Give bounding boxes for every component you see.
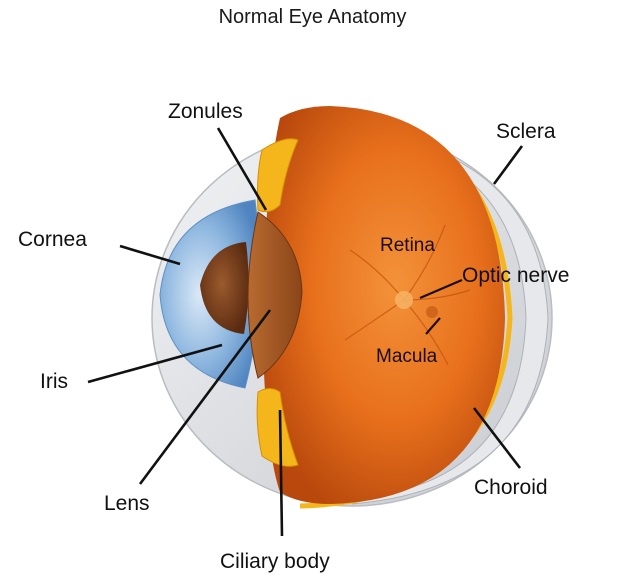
label-zonules: Zonules (168, 100, 243, 123)
label-cornea: Cornea (18, 228, 87, 251)
label-lens: Lens (104, 492, 150, 515)
macula-spot (426, 306, 438, 318)
label-sclera: Sclera (496, 120, 556, 143)
optic-disc (395, 291, 413, 309)
leader-sclera (494, 146, 522, 184)
label-macula: Macula (376, 346, 438, 367)
label-iris: Iris (40, 370, 68, 393)
label-choroid: Choroid (474, 476, 548, 499)
label-retina: Retina (380, 235, 435, 256)
label-ciliary-body: Ciliary body (220, 550, 330, 573)
label-optic-nerve: Optic nerve (462, 264, 569, 287)
